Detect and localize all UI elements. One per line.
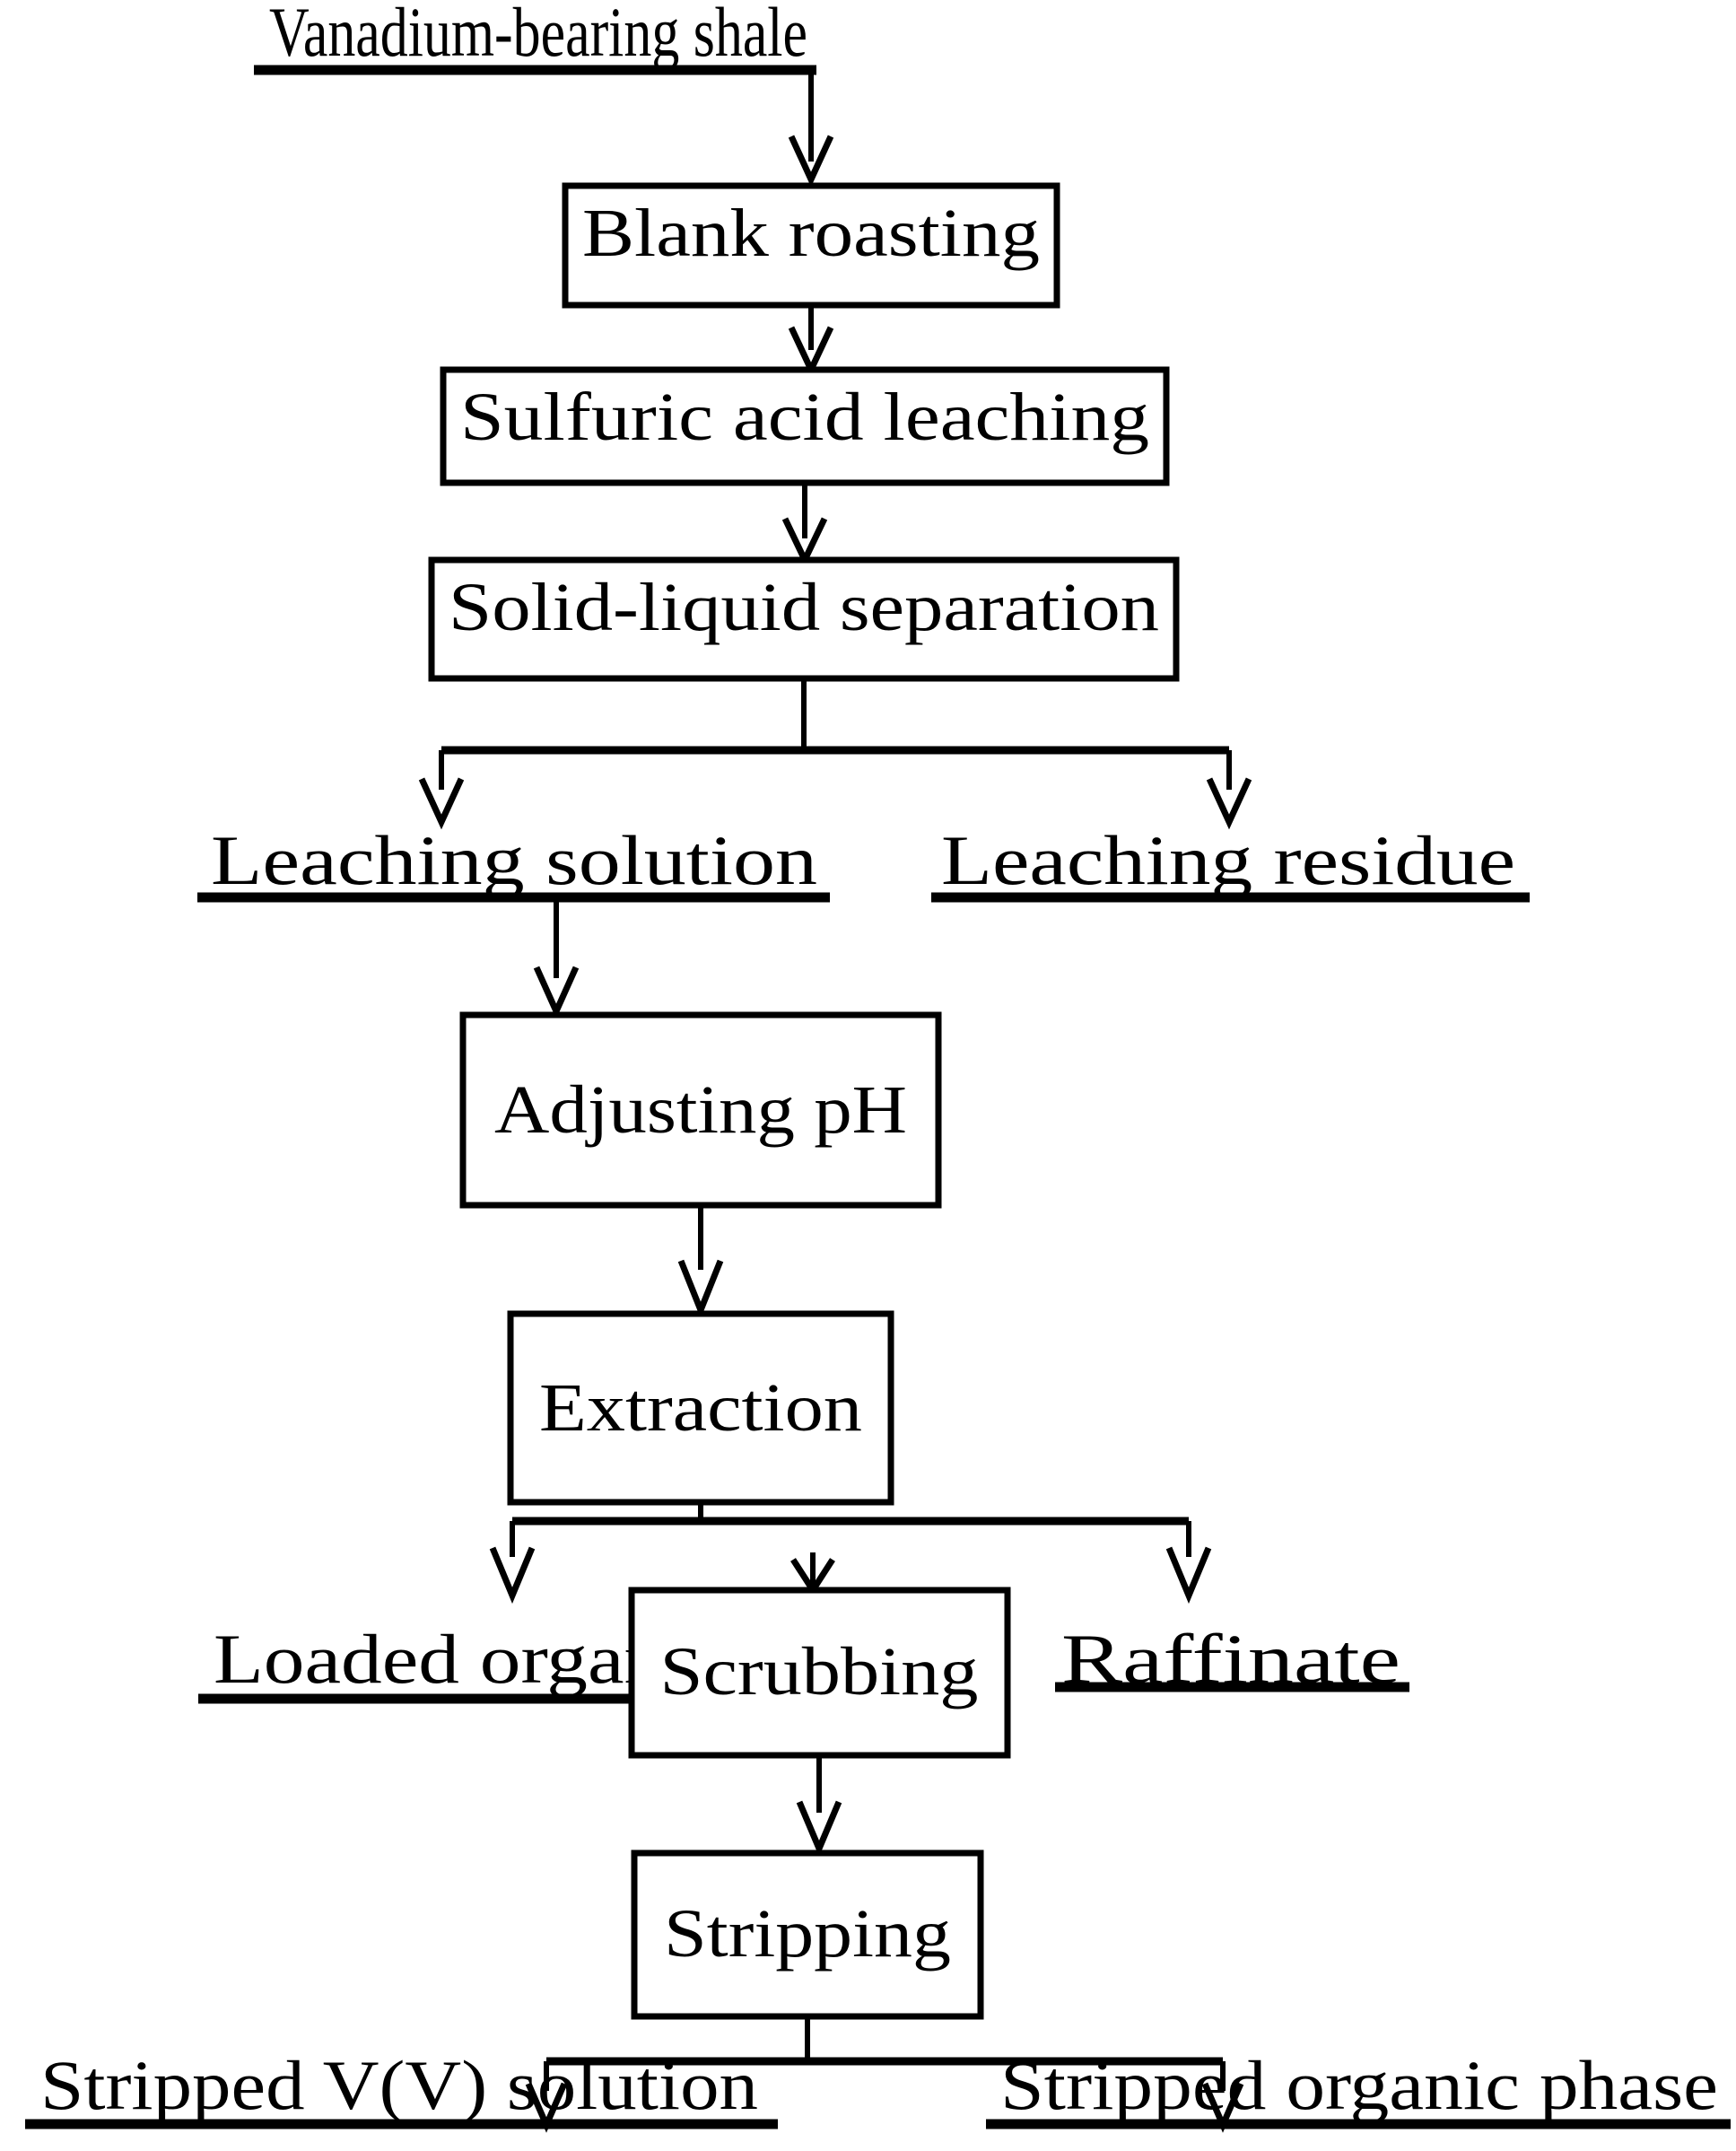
node-box-blank-roasting[interactable] [562, 182, 1060, 309]
arrowhead-to-loaded-organic-phase [489, 1546, 536, 1605]
node-label-stripped-organic-phase: Stripped organic phase [1000, 2046, 1718, 2124]
node-box-extraction[interactable] [507, 1310, 894, 1506]
arrowhead-to-stripping [796, 1800, 842, 1857]
arrowhead-to-leaching-solution [418, 777, 465, 830]
arrowhead-to-raffinate [1165, 1546, 1212, 1605]
node-label-leaching-solution: Leaching solution [211, 821, 817, 899]
arrowhead-to-leaching-residue [1206, 777, 1252, 830]
arrowhead-to-adjusting-ph [533, 966, 580, 1019]
node-label-stripping: Stripping [664, 1896, 951, 1972]
node-label-extraction: Extraction [539, 1370, 862, 1446]
node-label-solid-liquid-separation: Solid-liquid separation [449, 570, 1159, 645]
node-label-vanadium-bearing-shale: Vanadium-bearing shale [269, 0, 807, 71]
node-label-adjusting-ph: Adjusting pH [494, 1072, 907, 1148]
arrowhead-shale-to-blank-roasting [788, 135, 834, 188]
node-box-stripping[interactable] [631, 1849, 984, 2020]
node-label-sulfuric-acid-leaching: Sulfuric acid leaching [460, 380, 1149, 455]
node-box-scrubbing[interactable] [628, 1587, 1011, 1759]
arrowhead-to-extraction [677, 1259, 724, 1319]
node-label-blank-roasting: Blank roasting [582, 196, 1040, 271]
node-label-scrubbing: Scrubbing [660, 1634, 979, 1709]
node-label-leaching-residue: Leaching residue [941, 821, 1515, 899]
node-box-adjusting-ph[interactable] [459, 1011, 942, 1209]
node-box-solid-liquid-separation[interactable] [428, 556, 1180, 682]
node-label-stripped-v-solution: Stripped V(V) solution [40, 2046, 758, 2124]
